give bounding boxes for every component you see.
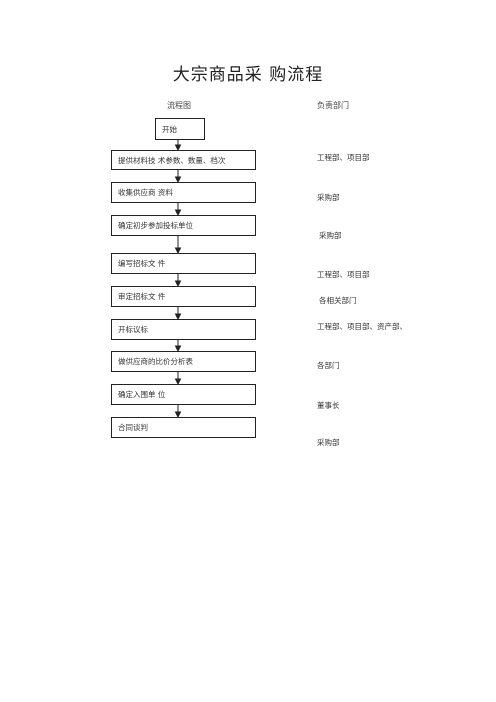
flowchart-column-header: 流程图 [167, 101, 191, 110]
dept-shortlist: 董事长 [317, 401, 340, 410]
document-title: 大宗商品采 购流程 [172, 65, 324, 85]
dept-select-bidders: 采购部 [319, 231, 342, 240]
dept-collect-supplier-info: 采购部 [317, 193, 340, 202]
dept-review-tender-docs: 各相关部门 [319, 296, 357, 305]
dept-bid-opening: 工程部、项目部、资产部、 [317, 322, 407, 331]
step-shortlist: 确定入围单 位 [111, 384, 256, 405]
step-review-tender-docs: 审定招标文 件 [111, 286, 256, 307]
dept-contract-negotiation: 采购部 [317, 438, 340, 447]
step-contract-negotiation: 合同谈判 [111, 417, 256, 438]
department-column-header: 负责部门 [317, 101, 349, 110]
step-price-comparison: 做供应商的比价分析表 [111, 351, 256, 372]
step-provide-specs: 提供材料技 术参数、数量、档次 [111, 150, 256, 170]
step-start: 开始 [155, 118, 205, 140]
step-bid-opening: 开标议标 [111, 319, 256, 340]
dept-price-comparison: 各部门 [317, 361, 340, 370]
dept-write-tender-docs: 工程部、项目部 [317, 270, 370, 279]
step-select-bidders: 确定初步参加投标单位 [111, 215, 256, 236]
step-collect-supplier-info: 收集供应商 资料 [111, 182, 256, 203]
dept-provide-specs: 工程部、项目部 [317, 153, 370, 162]
step-write-tender-docs: 编写招标文 件 [111, 253, 256, 274]
